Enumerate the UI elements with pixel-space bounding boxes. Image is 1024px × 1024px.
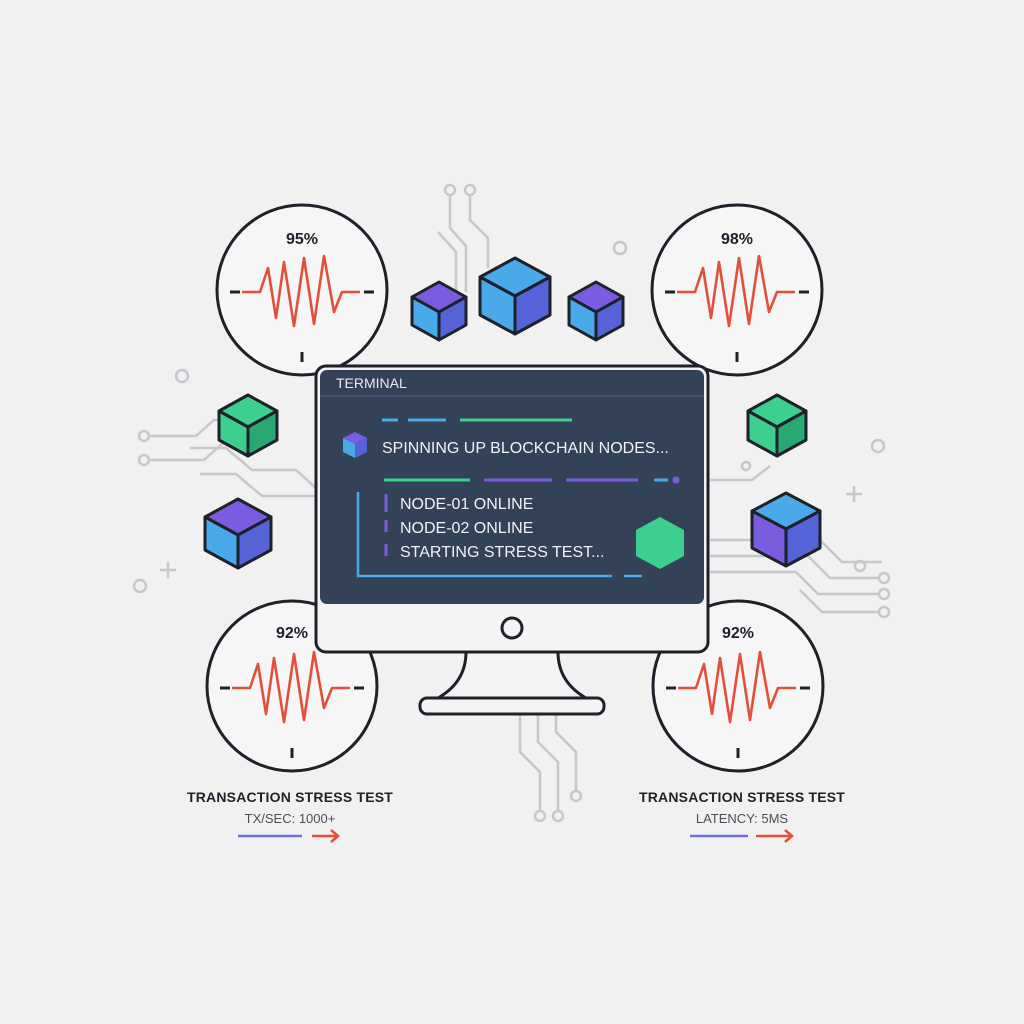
heartbeat-wave-icon [242, 254, 360, 328]
cube-icon [746, 393, 808, 458]
cube-icon [217, 393, 279, 458]
caption-metric: LATENCY: 5MS [695, 811, 789, 826]
caption-right: TRANSACTION STRESS TEST LATENCY: 5MS [612, 789, 872, 826]
log-line: STARTING STRESS TEST... [400, 544, 604, 561]
circuit-trace-icon [132, 183, 891, 823]
cube-icon [203, 497, 273, 570]
arrow-right-icon [756, 829, 794, 843]
caption-metric: TX/SEC: 1000+ [244, 811, 336, 826]
gauge-top-right: 98% [650, 203, 824, 377]
gauge-value: 98% [721, 231, 753, 248]
heartbeat-wave-icon [678, 650, 796, 724]
arrow-right-icon [312, 829, 340, 843]
log-line: NODE-02 ONLINE [400, 520, 533, 537]
heartbeat-wave-icon [232, 650, 350, 724]
caption-left: TRANSACTION STRESS TEST TX/SEC: 1000+ [160, 789, 420, 826]
cube-icon [567, 280, 625, 342]
cube-icon [750, 491, 822, 568]
terminal-title: TERMINAL [336, 375, 407, 391]
cube-icon [478, 256, 552, 336]
terminal-window: TERMINAL SPINNING UP BLOCKCHAIN NODES...… [320, 375, 704, 578]
caption-title: TRANSACTION STRESS TEST [638, 789, 846, 805]
monitor [314, 364, 710, 716]
gauge-top-left: 95% [215, 203, 389, 377]
monitor-base [418, 696, 606, 716]
monitor-stand [432, 650, 592, 700]
caption-title: TRANSACTION STRESS TEST [186, 789, 394, 805]
caption-left-decoration [238, 829, 340, 843]
gauge-value: 95% [286, 231, 318, 248]
cube-icon [410, 280, 468, 342]
cube-icon [343, 432, 367, 458]
gauge-value: 92% [276, 625, 308, 642]
terminal-command: SPINNING UP BLOCKCHAIN NODES... [382, 440, 669, 457]
caption-right-decoration [690, 829, 794, 843]
log-line: NODE-01 ONLINE [400, 496, 533, 513]
hexagon-icon [636, 517, 684, 569]
heartbeat-wave-icon [677, 254, 795, 328]
monitor-power-button[interactable] [500, 616, 524, 640]
gauge-value: 92% [722, 625, 754, 642]
